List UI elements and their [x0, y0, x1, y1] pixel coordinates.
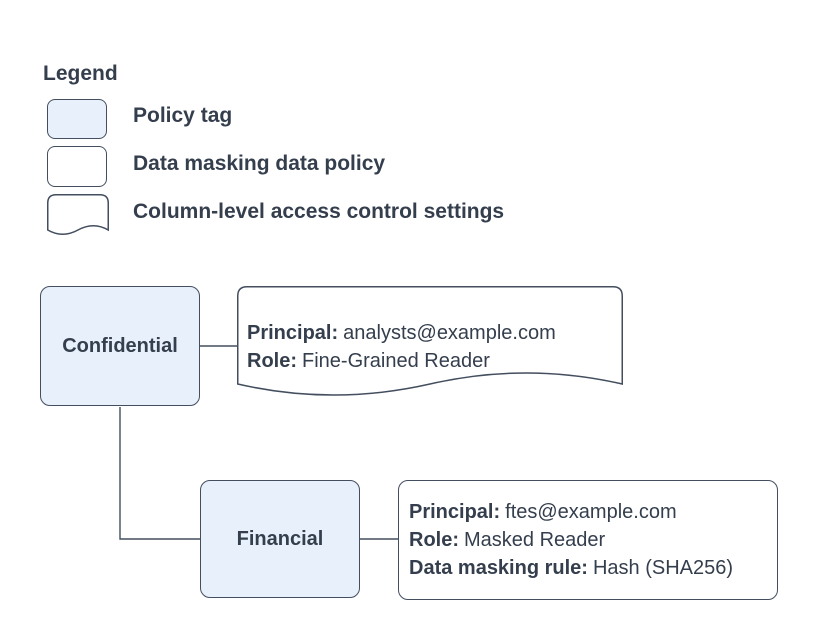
- access-settings-text: Principal:analysts@example.com Role:Fine…: [247, 319, 556, 375]
- role-label: Role:: [247, 350, 297, 372]
- data-policy-swatch: [47, 146, 107, 187]
- legend-title: Legend: [43, 62, 118, 85]
- principal-value: analysts@example.com: [343, 322, 556, 344]
- access-settings-principal-line: Principal:analysts@example.com: [247, 319, 556, 347]
- principal-label: Principal:: [409, 501, 501, 523]
- principal-label: Principal:: [247, 322, 339, 344]
- legend-label-access-control: Column-level access control settings: [133, 200, 505, 223]
- masking-policy-rule-line: Data masking rule:Hash (SHA256): [409, 554, 777, 582]
- masking-policy-role-line: Role:Masked Reader: [409, 526, 777, 554]
- principal-value: ftes@example.com: [505, 501, 677, 523]
- policy-tag-financial: Financial: [200, 480, 360, 598]
- policy-tag-confidential: Confidential: [40, 286, 200, 406]
- legend-label-policy-tag: Policy tag: [133, 104, 233, 127]
- connector-confidential-to-financial: [119, 407, 200, 540]
- access-settings-role-line: Role:Fine-Grained Reader: [247, 347, 556, 375]
- role-value: Masked Reader: [464, 529, 606, 551]
- access-settings-document: [237, 286, 623, 396]
- role-value: Fine-Grained Reader: [302, 350, 490, 372]
- policy-tag-swatch: [47, 99, 107, 139]
- legend-label-data-policy: Data masking data policy: [133, 152, 386, 175]
- masking-policy-principal-line: Principal:ftes@example.com: [409, 498, 777, 526]
- document-swatch: [47, 194, 109, 235]
- masking-policy-box: Principal:ftes@example.com Role:Masked R…: [398, 480, 778, 600]
- role-label: Role:: [409, 529, 459, 551]
- masking-rule-label: Data masking rule:: [409, 557, 588, 579]
- masking-rule-value: Hash (SHA256): [592, 557, 734, 579]
